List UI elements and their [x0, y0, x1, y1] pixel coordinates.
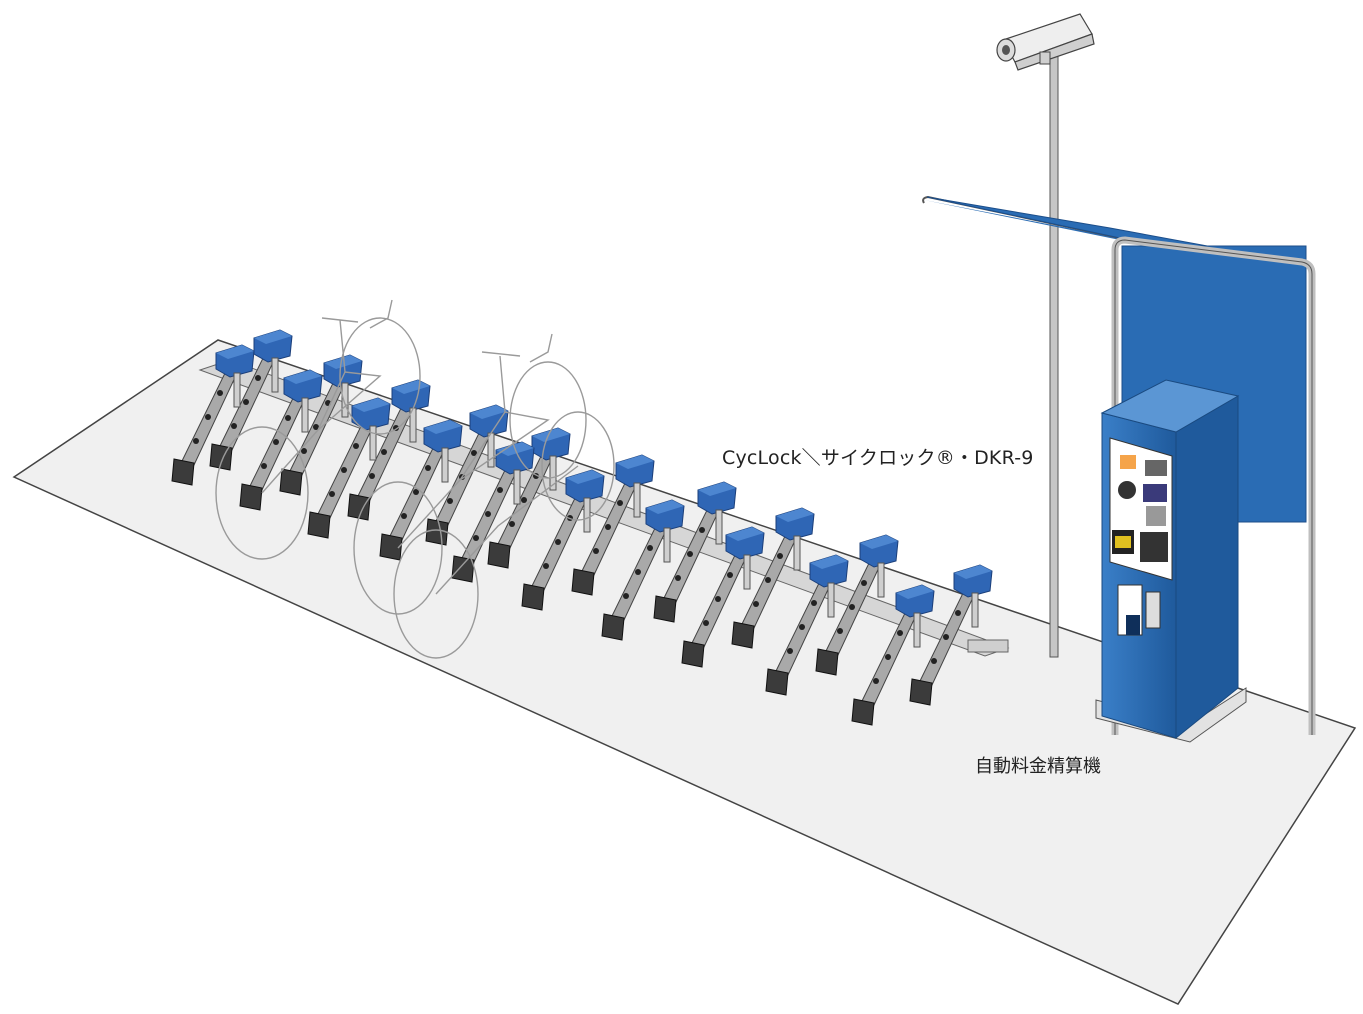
security-camera-icon [996, 13, 1095, 71]
rack-unit [571, 454, 655, 596]
rack-unit [307, 397, 391, 539]
payment-machine-icon [1095, 379, 1247, 743]
rack-unit [209, 329, 293, 471]
rack-unit [815, 534, 899, 676]
rack-unit [851, 584, 935, 726]
bicycle-rack-group [171, 329, 993, 726]
rack-unit [731, 507, 815, 649]
rack-unit [601, 499, 685, 641]
rack-unit [765, 554, 849, 696]
rack-unit [451, 441, 535, 583]
rack-unit [909, 564, 993, 706]
bicycle-icon [215, 299, 615, 659]
rack-unit [239, 369, 323, 511]
rack-unit [425, 404, 509, 546]
rack-unit [681, 526, 765, 668]
rack-unit [171, 344, 255, 486]
rack-end-plate [967, 639, 1009, 653]
rack-label: CycLock＼サイクロック®・DKR-9 [722, 447, 1034, 469]
camera-pole [1049, 54, 1059, 658]
payment-machine-label: 自動料金精算機 [975, 756, 1101, 777]
rack-unit [487, 427, 571, 569]
rack-unit [521, 469, 605, 611]
rack-unit [379, 419, 463, 561]
rack-unit [653, 481, 737, 623]
